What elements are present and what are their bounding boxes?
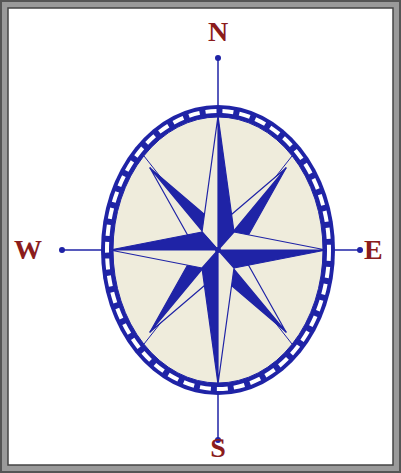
axis-dot — [59, 247, 65, 253]
direction-letter: E — [364, 236, 383, 264]
star-half — [110, 250, 218, 268]
compass-ring — [101, 105, 335, 395]
direction-letter: N — [208, 18, 228, 46]
cardinal-points — [110, 116, 326, 384]
direction-letter: W — [14, 236, 42, 264]
star-half — [218, 250, 234, 384]
star-half — [202, 116, 218, 250]
star-half — [218, 116, 234, 250]
star-half — [218, 250, 326, 268]
star-half — [218, 232, 326, 250]
rose-center — [215, 247, 221, 253]
star-half — [202, 250, 218, 384]
axis-dot — [357, 247, 363, 253]
star-half — [110, 232, 218, 250]
direction-letter: S — [210, 434, 226, 462]
ring-dashes — [107, 111, 329, 389]
axis-dot — [215, 55, 221, 61]
frame-ground — [8, 8, 393, 465]
